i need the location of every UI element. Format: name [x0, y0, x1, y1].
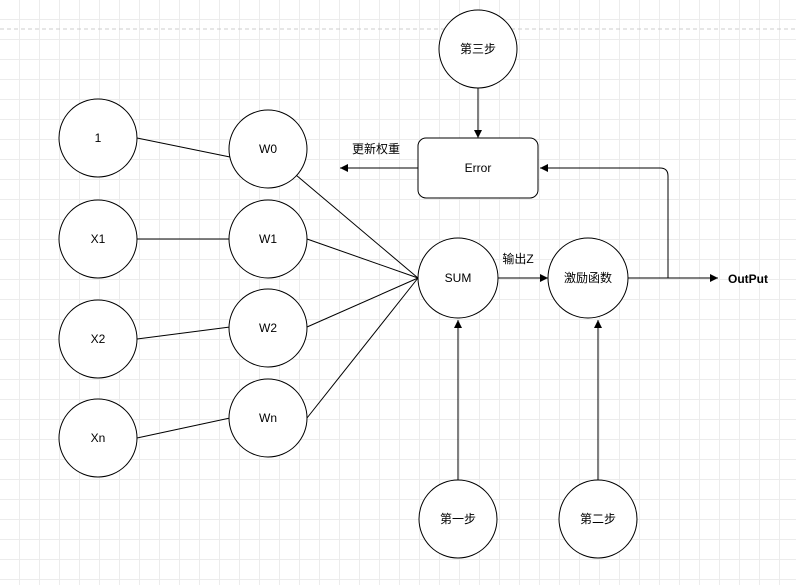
node-sum-label: SUM — [445, 271, 472, 285]
label-output-z: 输出Z — [502, 251, 533, 266]
label-output: OutPut — [728, 272, 768, 286]
node-error: Error — [417, 137, 539, 199]
node-error-label: Error — [465, 161, 492, 175]
node-weight-w2: W2 — [228, 288, 308, 368]
label-update-weights: 更新权重 — [352, 141, 400, 156]
node-step1: 第一步 — [418, 479, 498, 559]
node-weight-w0-label: W0 — [259, 142, 277, 156]
node-activation-label: 激励函数 — [564, 270, 612, 285]
node-input-x1: X1 — [58, 199, 138, 279]
node-activation: 激励函数 — [547, 237, 629, 319]
node-step2: 第二步 — [558, 479, 638, 559]
node-input-xn-label: Xn — [91, 431, 106, 445]
edge-w2-sum — [306, 277, 419, 328]
node-step3: 第三步 — [438, 9, 518, 89]
node-input-1: 1 — [58, 98, 138, 178]
edge-x2-w2 — [136, 326, 231, 340]
node-weight-w2-label: W2 — [259, 321, 277, 335]
node-weight-w1-label: W1 — [259, 232, 277, 246]
node-input-x1-label: X1 — [91, 232, 106, 246]
edge-1-w0 — [136, 137, 231, 158]
node-weight-wn: Wn — [228, 378, 308, 458]
node-input-1-label: 1 — [95, 131, 102, 145]
node-input-x2: X2 — [58, 299, 138, 379]
edge-xn-wn — [136, 417, 231, 439]
edge-w1-sum — [306, 238, 419, 279]
node-weight-w1: W1 — [228, 199, 308, 279]
node-step2-label: 第二步 — [580, 512, 616, 526]
node-sum: SUM — [417, 237, 499, 319]
edge-wn-sum — [306, 277, 419, 419]
node-step3-label: 第三步 — [460, 42, 496, 56]
node-input-x2-label: X2 — [91, 332, 106, 346]
node-weight-wn-label: Wn — [259, 411, 277, 425]
node-input-xn: Xn — [58, 398, 138, 478]
edge-w0-sum — [295, 174, 419, 279]
node-weight-w0: W0 — [228, 109, 308, 189]
node-step1-label: 第一步 — [440, 512, 476, 526]
arrow-feedback-error — [540, 164, 669, 278]
